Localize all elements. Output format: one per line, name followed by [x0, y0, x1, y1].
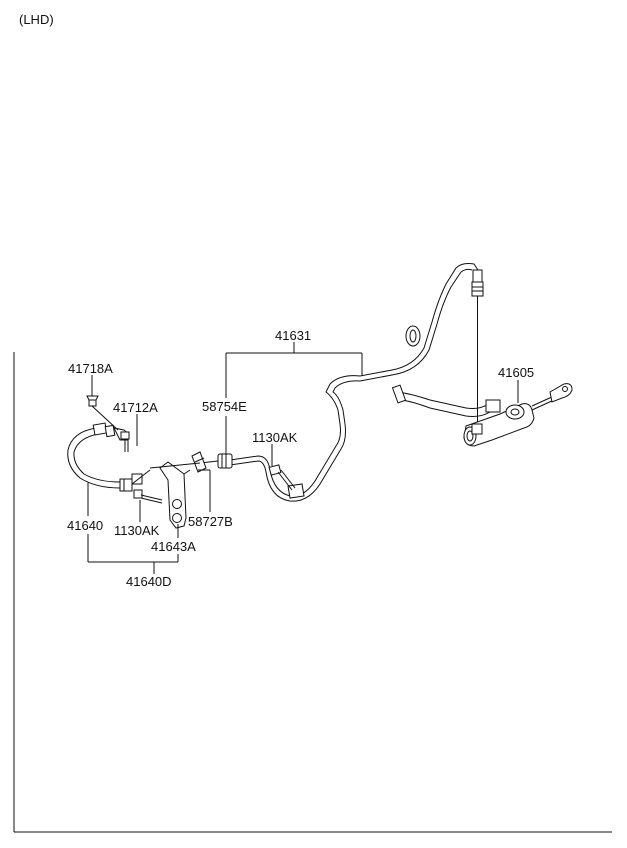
- label-58754E: 58754E: [202, 399, 247, 414]
- clutch-pipe: [229, 263, 479, 502]
- label-41640: 41640: [67, 518, 103, 533]
- label-41712A: 41712A: [113, 400, 158, 415]
- pipe-clamp: [287, 483, 305, 499]
- label-58727B: 58727B: [188, 514, 233, 529]
- clutch-master-cylinder: [391, 383, 573, 447]
- bolt-1130AK-bottom: [133, 489, 163, 504]
- bolt-1130AK-top: [268, 464, 296, 491]
- leader-lines: [87, 342, 519, 574]
- clip-58727B: [191, 451, 207, 473]
- label-41718A: 41718A: [68, 361, 113, 376]
- variant-label: (LHD): [19, 12, 54, 27]
- label-1130AK-top: 1130AK: [252, 430, 298, 445]
- label-41643A: 41643A: [151, 539, 196, 554]
- bleeder-41718A: [86, 395, 99, 407]
- bracket-41643A: [149, 461, 201, 529]
- label-41605: 41605: [498, 365, 534, 380]
- bolt-41712A: [120, 431, 130, 452]
- label-41640D: 41640D: [126, 574, 172, 589]
- pipe-loop: [405, 325, 421, 347]
- pipe-end-fitting-top: [471, 269, 484, 424]
- label-1130AK-bottom: 1130AK: [114, 523, 160, 538]
- clutch-hose: [67, 422, 151, 492]
- label-41631: 41631: [275, 328, 311, 343]
